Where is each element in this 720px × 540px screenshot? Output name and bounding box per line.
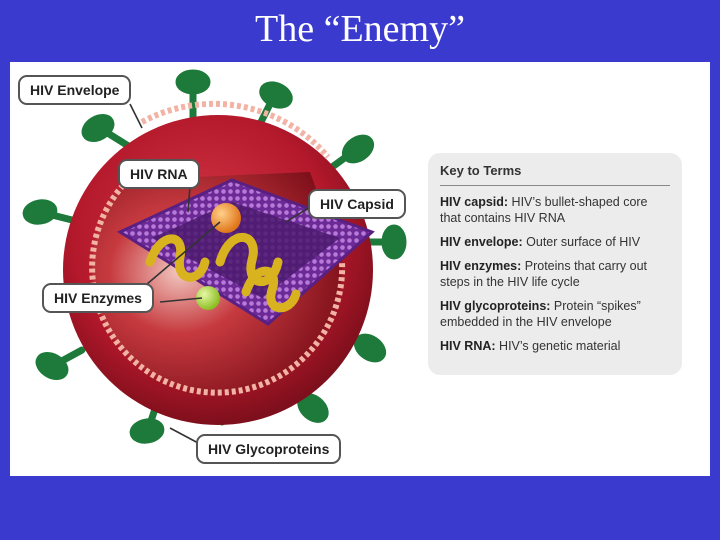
key-entry-glycoproteins: HIV glycoproteins: Protein “spikes” embe…	[440, 298, 670, 330]
key-entry-enzymes: HIV enzymes: Proteins that carry out ste…	[440, 258, 670, 290]
key-term: HIV capsid:	[440, 195, 509, 209]
key-definition: HIV’s bullet-shaped core that contains H…	[440, 195, 648, 225]
callout-capsid: HIV Capsid	[308, 189, 406, 219]
key-definition: HIV’s genetic material	[495, 339, 621, 353]
key-term: HIV glycoproteins:	[440, 299, 551, 313]
envelope-membrane	[89, 177, 346, 396]
glycoprotein-spikes	[22, 69, 407, 444]
key-title: Key to Terms	[440, 163, 670, 186]
key-entry-rna: HIV RNA: HIV’s genetic material	[440, 338, 670, 354]
key-definition: Outer surface of HIV	[522, 235, 641, 249]
key-term: HIV enzymes:	[440, 259, 522, 273]
key-to-terms: Key to Terms HIV capsid: HIV’s bullet-sh…	[428, 153, 682, 375]
key-entry-capsid: HIV capsid: HIV’s bullet-shaped core tha…	[440, 194, 670, 226]
enzyme-green	[196, 286, 220, 310]
key-definition: Proteins that carry out steps in the HIV…	[440, 259, 648, 289]
enzyme-orange	[211, 203, 241, 233]
key-definition: Protein “spikes” embedded in the HIV env…	[440, 299, 641, 329]
capsid-interior	[152, 202, 340, 298]
callout-glycoproteins: HIV Glycoproteins	[196, 434, 342, 464]
hiv-virion-illustration	[22, 69, 407, 445]
callout-enzymes: HIV Enzymes	[42, 283, 154, 313]
slide-title: The “Enemy”	[255, 8, 465, 50]
key-term: HIV envelope:	[440, 235, 523, 249]
key-term: HIV RNA:	[440, 339, 496, 353]
callout-rna: HIV RNA	[118, 159, 200, 189]
callout-envelope: HIV Envelope	[18, 75, 132, 105]
callout-leaders	[129, 103, 311, 445]
key-entry-envelope: HIV envelope: Outer surface of HIV	[440, 234, 670, 250]
diagram-panel: HIV Envelope HIV RNA HIV Capsid HIV Enzy…	[10, 62, 710, 476]
